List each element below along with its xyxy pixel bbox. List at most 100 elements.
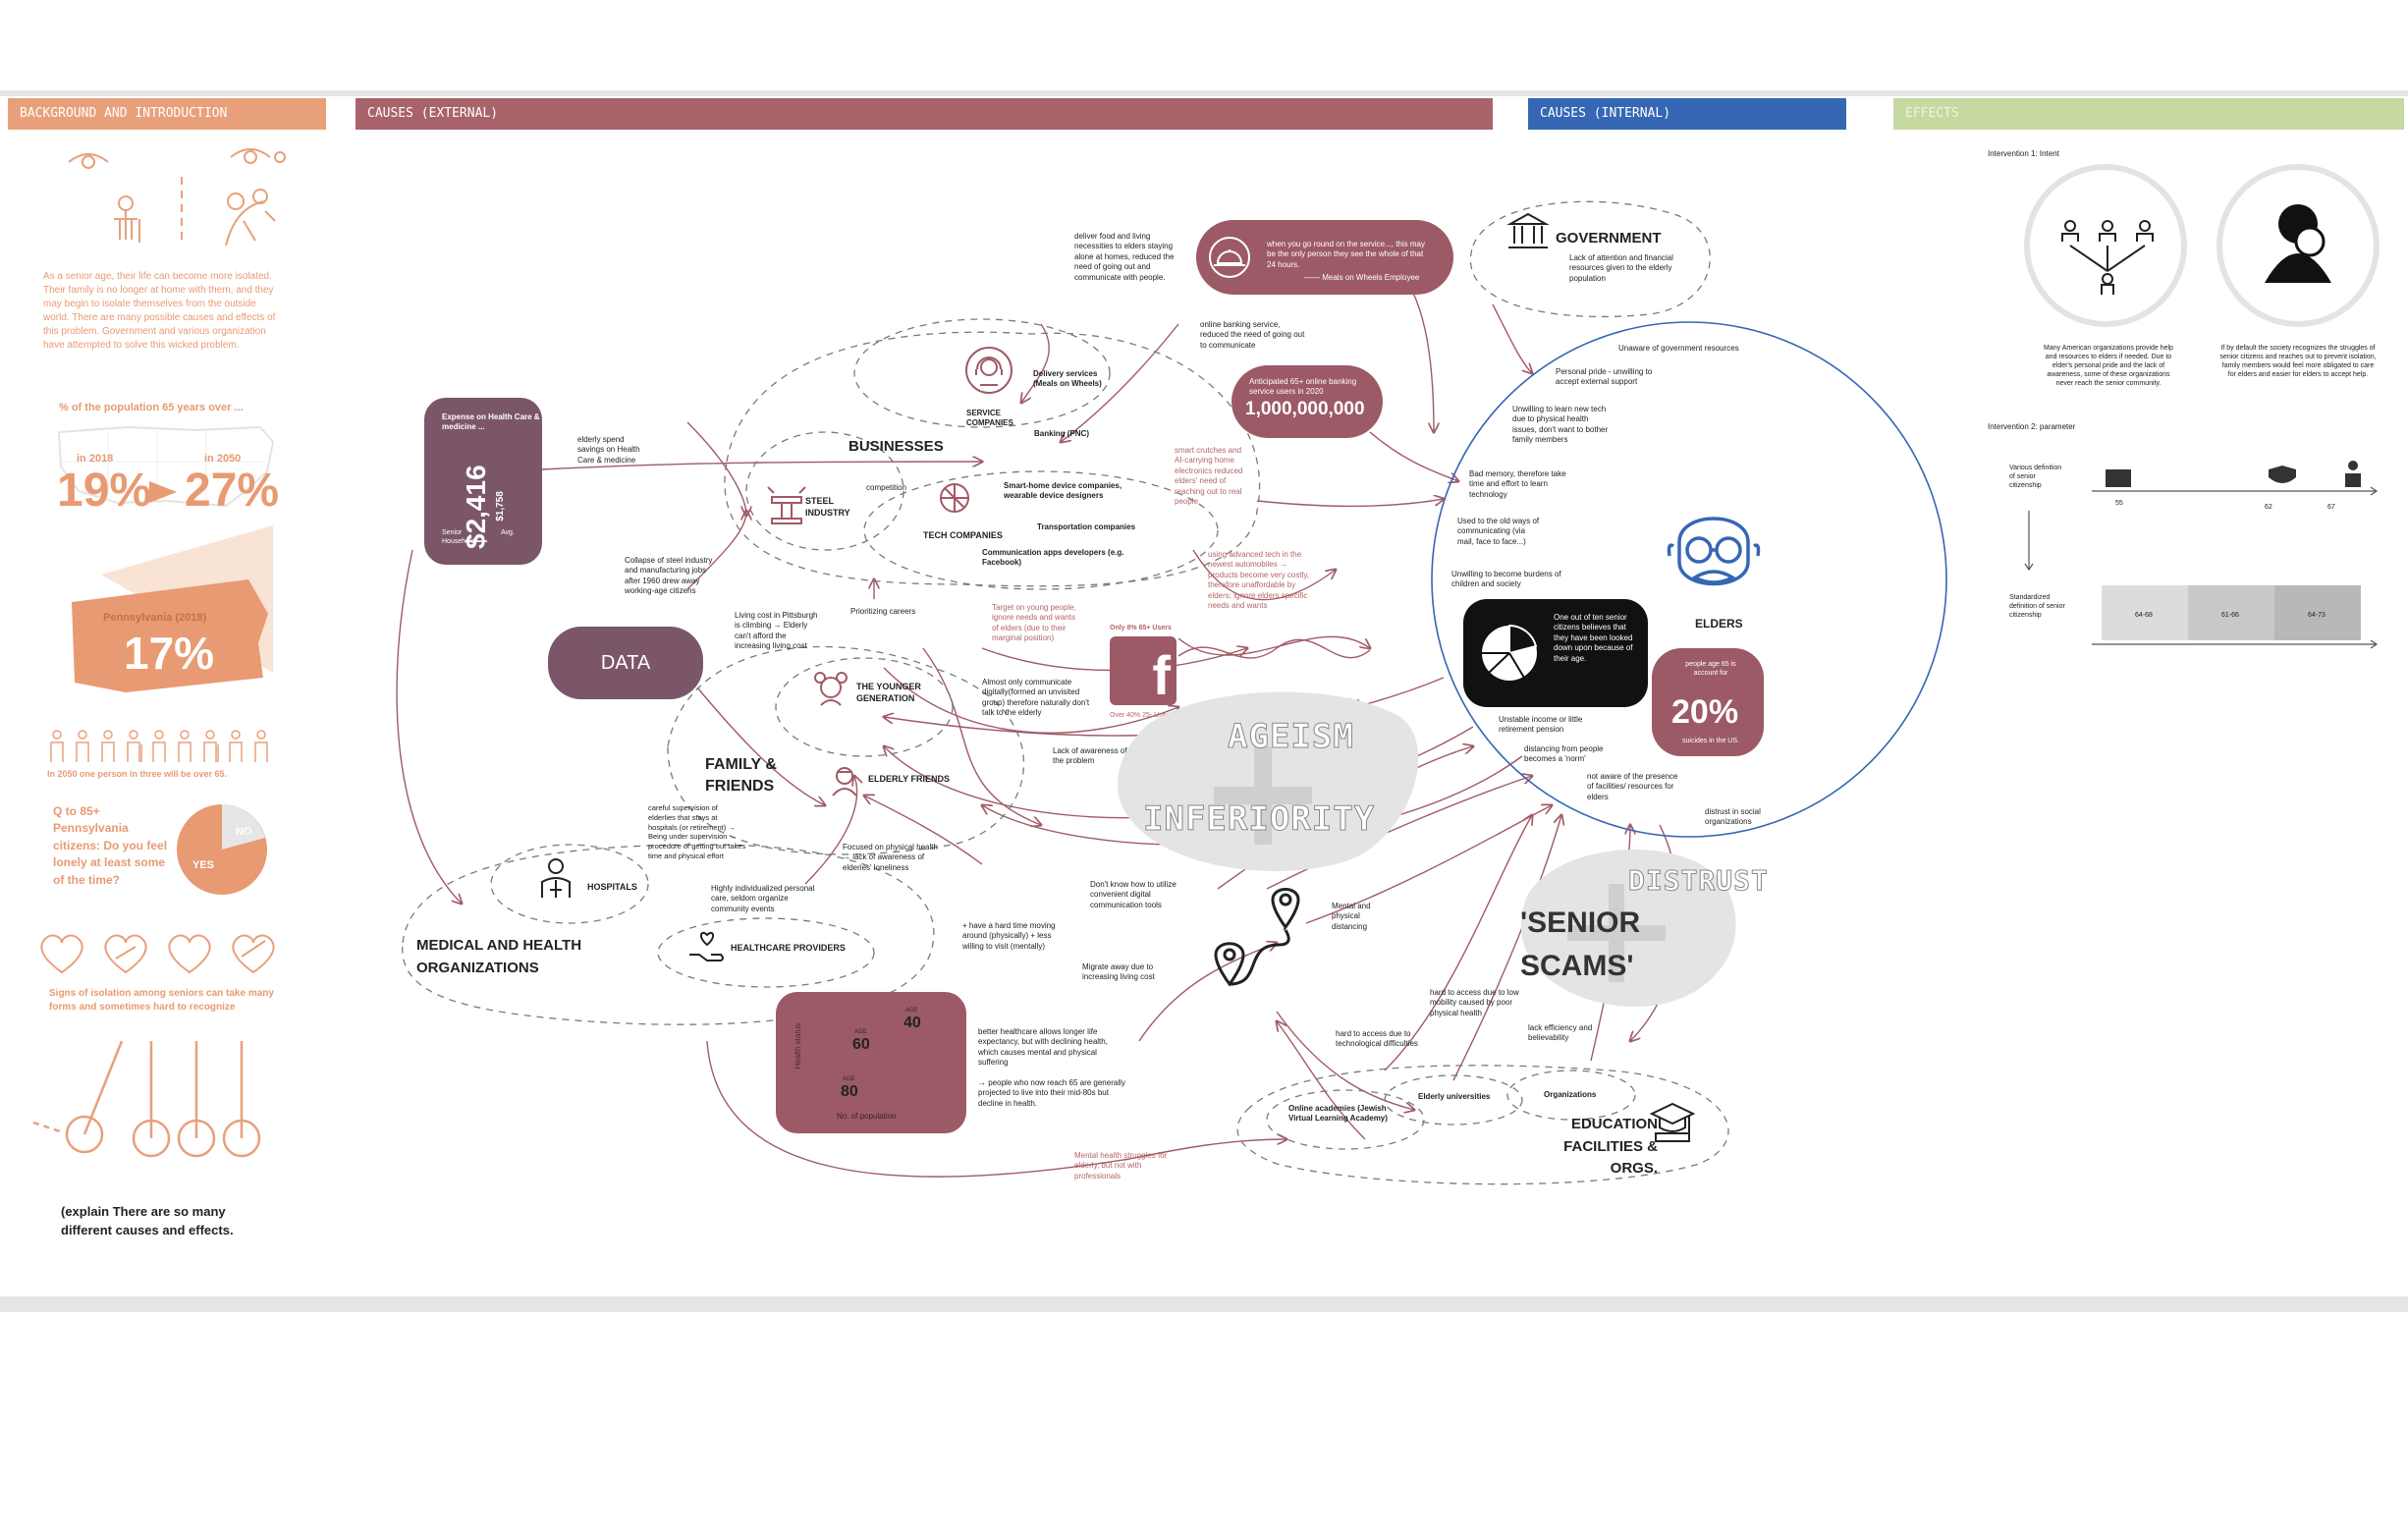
graduation-cap-icon [1649,1102,1696,1142]
map-route-icon [1214,888,1300,987]
transportation-label: Transportation companies [1037,522,1136,531]
elderly-universities: Elderly universities [1418,1092,1491,1101]
intervention-1-text-2: If by default the society recognizes the… [2219,345,2377,379]
age-60: 60 [852,1036,870,1053]
organizations-label: Organizations [1544,1090,1597,1099]
distrust-social-text: distrust in social organizations [1705,807,1761,827]
pct-2050: 27% [185,465,280,517]
education-title: EDUCATION FACILITIES & ORGS. [1563,1116,1658,1177]
expense-card [424,398,542,565]
explain-text: (explain There are so many different cau… [61,1204,234,1237]
intervention-2-title: Intervention 2: parameter [1988,422,2076,431]
service-companies-label: SERVICE COMPANIES [966,409,1013,428]
used-to-old-text: Used to the old ways of communicating (v… [1457,517,1540,546]
people-reach-65-text: → people who now reach 65 are generally … [978,1078,1125,1108]
band-1: 64-68 [2135,612,2153,619]
steel-industry-icon [767,486,806,524]
focused-physical-text: Focused on physical health → lack of awa… [843,843,938,872]
band-2: 61-66 [2221,612,2239,619]
people-row-icons [50,730,268,762]
distrust-blob [1520,850,1736,1007]
meal-cloche-icon [1209,237,1250,278]
elderly-friends-label: ELDERLY FRIENDS [868,774,951,784]
elderly-spend: elderly spend savings on Health Care & m… [577,435,640,465]
suicide-pct: 20% [1671,693,1739,731]
suicide-card [1652,648,1764,756]
age-80: 80 [841,1083,858,1100]
online-academies: Online academies (Jewish Virtual Learnin… [1288,1104,1388,1124]
health-age-card [776,992,966,1133]
quote-text: when you go round on the service..., thi… [1267,240,1425,269]
billion-card [1231,365,1383,438]
one-of-ten-text: One out of ten senior citizens believes … [1554,613,1633,663]
family-friends-title: FAMILY & FRIENDS [705,756,777,796]
intro-text: As a senior age, their life can become m… [43,271,276,351]
in-2018-label: in 2018 [77,453,114,465]
intervention-1-text-1: Many American organizations provide help… [2044,345,2173,388]
comm-apps-label: Communication apps developers (e.g. Face… [982,548,1124,568]
pie-yes-label: YES [192,859,215,871]
expense-sub: $1,758 [494,491,506,522]
personal-pride-text: Personal pride - unwilling to accept ext… [1556,367,1653,387]
unwilling-learn-text: Unwilling to learn new tech due to physi… [1512,405,1609,445]
senior-scams-label: 'SENIOR SCAMS' [1520,906,1641,982]
healthcare-hand-icon [689,931,724,961]
lack-attention-text: Lack of attention and financial resource… [1569,253,1673,283]
intervention-1-title: Intervention 1: Intent [1988,149,2059,158]
tech-companies-label: TECH COMPANIES [923,530,1003,540]
header-effects: EFFECTS [1893,98,2404,130]
signs-text: Signs of isolation among seniors can tak… [49,988,274,1013]
header-background: BACKGROUND AND INTRODUCTION [8,98,326,130]
only-fb-label: Only 8% 65+ Users [1110,625,1172,632]
health-status-label: Health status [794,1022,803,1070]
mental-health-text: Mental health struggles for elderly, but… [1074,1151,1168,1181]
suicide-post-text: suicides in the US. [1682,738,1739,744]
better-healthcare-text: better healthcare allows longer life exp… [978,1027,1108,1068]
government-title: GOVERNMENT [1556,230,1662,247]
deliver-food-text: deliver food and living necessities to e… [1074,232,1175,282]
senior-household: Senior Household [442,529,475,546]
steel-industry-label: STEEL INDUSTRY [805,496,850,518]
careful-supervision-text: careful supervision of elderlies that st… [648,803,746,860]
billion-value: 1,000,000,000 [1245,399,1365,419]
medical-orgs-title: MEDICAL AND HEALTH ORGANIZATIONS [416,937,582,976]
hard-access-mobility-text: hard to access due to low mobility cause… [1430,988,1519,1017]
arrow-icon [149,481,177,503]
prioritizing-text: Prioritizing careers [850,607,916,616]
unwilling-burden-text: Unwilling to become burdens of children … [1451,570,1561,589]
various-definition-text: Various definition of senior citizenship [2009,465,2062,490]
highly-individualized-text: Highly individualized personal care, sel… [711,884,815,913]
tech-companies-icon [940,483,969,513]
elders-title: ELDERS [1695,617,1743,631]
inferiority-label: INFERIORITY [1142,799,1376,840]
tick-67: 67 [2327,504,2335,511]
header-causes-external: CAUSES (EXTERNAL) [356,98,1493,130]
lonely-question: Q to 85+ Pennsylvania citizens: Do you f… [53,804,168,887]
age-label-2: AGE [854,1029,867,1035]
no-population-label: No. of population [837,1112,897,1121]
bad-memory-text: Bad memory, therefore take time and effo… [1469,469,1566,499]
smart-crutches-text: smart crutches and AI-carrying home elec… [1175,446,1243,506]
isolation-illustration [68,148,286,247]
delivery-services: Delivery services (Meals on Wheels) [1033,369,1102,389]
online-banking-text: online banking service, reduced the need… [1200,320,1305,350]
banking-label: Banking (PNC) [1034,429,1089,438]
competition-label: competition [866,483,906,492]
unaware-gov-text: Unaware of government resources [1618,344,1739,353]
age-label-1: AGE [905,1008,918,1014]
tick-62: 62 [2265,504,2272,511]
younger-generation-label: THE YOUNGER GENERATION [856,682,921,703]
lonely-pie-chart [177,804,267,895]
younger-generation-icon [814,672,848,706]
population-title: % of the population 65 years over ... [59,402,244,413]
elder-face-icon [1667,517,1761,586]
almost-only-text: Almost only communicate digitally(formed… [982,678,1090,718]
one-of-ten-pie [1482,624,1538,681]
intervention-1-circles [2024,164,2380,327]
hospital-doctor-icon [541,858,571,898]
over-fb-label: Over 40% 25- Users [1110,712,1173,719]
data-pill: DATA [548,627,703,699]
pennsylvania-shape [72,525,273,692]
facebook-icon: f [1110,636,1177,705]
service-headset-icon [965,347,1012,394]
